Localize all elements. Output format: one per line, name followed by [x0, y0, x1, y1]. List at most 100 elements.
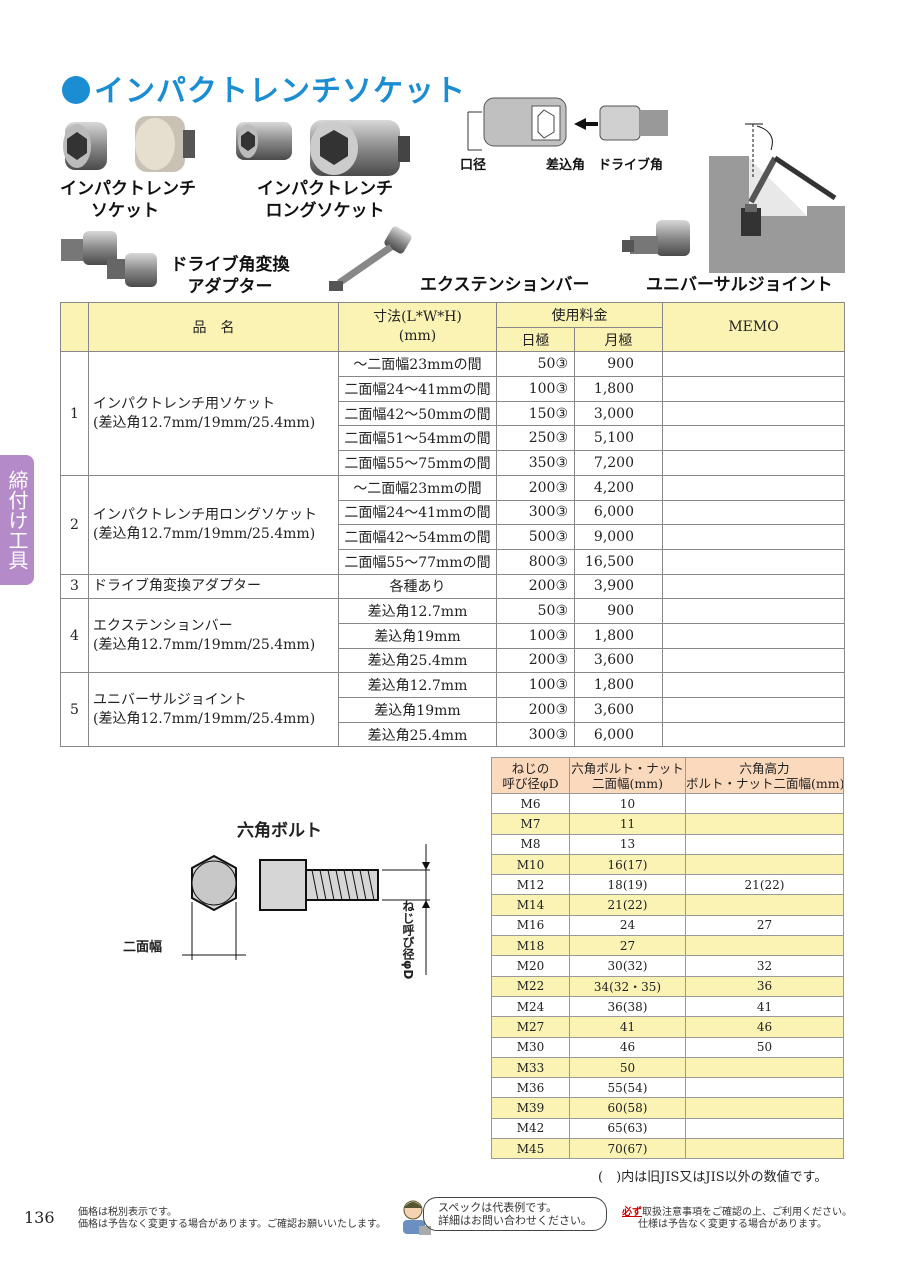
- daily-fee-cell: 200③: [496, 474, 575, 501]
- footer-left-line2: 価格は予告なく変更する場合があります。ご確認お願いいたします。: [78, 1219, 386, 1230]
- memo-cell: [662, 474, 845, 501]
- header-no: [60, 301, 89, 353]
- bolt-size-cell: M10: [491, 853, 570, 876]
- high-strength-width-cell: 41: [685, 995, 844, 1018]
- monthly-fee-cell: 900: [574, 351, 663, 378]
- monthly-fee-cell: 3,600: [574, 647, 663, 674]
- bolt-size-cell: M22: [491, 975, 570, 997]
- bolt-header-dia-l1: ねじの: [511, 760, 550, 776]
- bolt-header-hex: 六角ボルト・ナット二面幅(mm): [569, 757, 686, 794]
- dimension-cell: ～二面幅23mmの間: [338, 474, 497, 501]
- high-strength-width-cell: [685, 1117, 844, 1140]
- high-strength-width-cell: 21(22): [685, 874, 844, 896]
- page-number: 136: [24, 1208, 55, 1227]
- label-drive: ドライブ角: [598, 158, 664, 173]
- bolt-size-cell: M45: [491, 1138, 570, 1160]
- page-title: インパクトレンチソケット: [62, 66, 466, 110]
- header-daily: 日極: [496, 326, 575, 353]
- high-strength-width-cell: [685, 1097, 844, 1119]
- long-socket-caption: インパクトレンチ ロングソケット: [255, 178, 395, 222]
- high-strength-width-cell: 27: [685, 914, 844, 937]
- memo-cell: [662, 548, 845, 575]
- monthly-fee-cell: 3,600: [574, 697, 663, 723]
- socket-caption: インパクトレンチ ソケット: [60, 178, 196, 222]
- memo-cell: [662, 351, 845, 378]
- monthly-fee-cell: 3,000: [574, 400, 663, 427]
- item-name-line: インパクトレンチ用ロングソケット: [93, 506, 317, 523]
- high-strength-width-cell: [685, 1077, 844, 1099]
- extension-caption: エクステンションバー: [420, 275, 590, 295]
- header-dim-label: 寸法(L*W*H): [373, 309, 462, 326]
- adapter-illustration: [61, 231, 157, 287]
- memo-cell: [662, 499, 845, 526]
- item-name-line: エクステンションバー: [93, 617, 233, 634]
- daily-fee-cell: 50③: [496, 598, 575, 624]
- high-strength-width-cell: [685, 813, 844, 835]
- item-name-line: ドライブ角変換アダプター: [93, 577, 261, 594]
- dimension-cell: 二面幅42～54mmの間: [338, 524, 497, 550]
- high-strength-width-cell: [685, 792, 844, 815]
- dimension-cell: 差込角25.4mm: [338, 721, 497, 748]
- item-name-line: (差込角12.7mm/19mm/25.4mm): [93, 636, 316, 653]
- hex-width-cell: 21(22): [569, 894, 686, 916]
- category-tab[interactable]: 締付け工具: [0, 455, 34, 585]
- hex-width-cell: 24: [569, 914, 686, 937]
- memo-cell: [662, 697, 845, 723]
- high-strength-width-cell: 46: [685, 1016, 844, 1038]
- memo-cell: [662, 598, 845, 624]
- hex-bolt-diagram: [182, 844, 430, 975]
- header-dim-unit: (mm): [398, 328, 437, 345]
- header-name: 品 名: [88, 301, 339, 353]
- nominal-diameter-label: ねじ呼び径φD: [401, 900, 415, 980]
- socket-caption-line1: インパクトレンチ: [60, 179, 196, 199]
- bolt-size-table: ねじの呼び径φD 六角ボルト・ナット二面幅(mm) 六角高力ボルト・ナット二面幅…: [491, 757, 844, 1160]
- socket-illustration: [63, 116, 195, 172]
- memo-cell: [662, 647, 845, 674]
- dimension-cell: 差込角25.4mm: [338, 647, 497, 674]
- bolt-size-cell: M7: [491, 813, 570, 835]
- dimension-cell: 二面幅55～75mmの間: [338, 450, 497, 476]
- monthly-fee-cell: 16,500: [574, 548, 663, 575]
- staff-avatar: [403, 1200, 431, 1235]
- bolt-size-cell: M6: [491, 792, 570, 815]
- bolt-size-cell: M33: [491, 1056, 570, 1079]
- speech-bubble: スペックは代表例です。 詳細はお問い合わせください。: [423, 1197, 607, 1231]
- hex-width-cell: 27: [569, 935, 686, 957]
- bolt-size-cell: M8: [491, 833, 570, 855]
- dimension-cell: 二面幅51～54mmの間: [338, 425, 497, 452]
- hex-width-cell: 46: [569, 1036, 686, 1058]
- bolt-size-cell: M27: [491, 1016, 570, 1038]
- item-name: エクステンションバー (差込角12.7mm/19mm/25.4mm): [88, 598, 339, 674]
- bolt-size-cell: M18: [491, 935, 570, 957]
- memo-cell: [662, 425, 845, 452]
- universal-caption: ユニバーサルジョイント: [646, 275, 833, 295]
- dimension-cell: 二面幅24～41mmの間: [338, 376, 497, 402]
- monthly-fee-cell: 4,200: [574, 474, 663, 501]
- socket-drive-diagram: [467, 97, 668, 151]
- hex-width-cell: 65(63): [569, 1117, 686, 1140]
- memo-cell: [662, 376, 845, 402]
- daily-fee-cell: 50③: [496, 351, 575, 378]
- bolt-size-cell: M14: [491, 894, 570, 916]
- memo-cell: [662, 400, 845, 427]
- daily-fee-cell: 350③: [496, 450, 575, 476]
- label-insert: 差込角: [546, 158, 586, 173]
- hex-width-cell: 11: [569, 813, 686, 835]
- dimension-cell: 二面幅42～50mmの間: [338, 400, 497, 427]
- width-across-flats-label: 二面幅: [123, 940, 163, 955]
